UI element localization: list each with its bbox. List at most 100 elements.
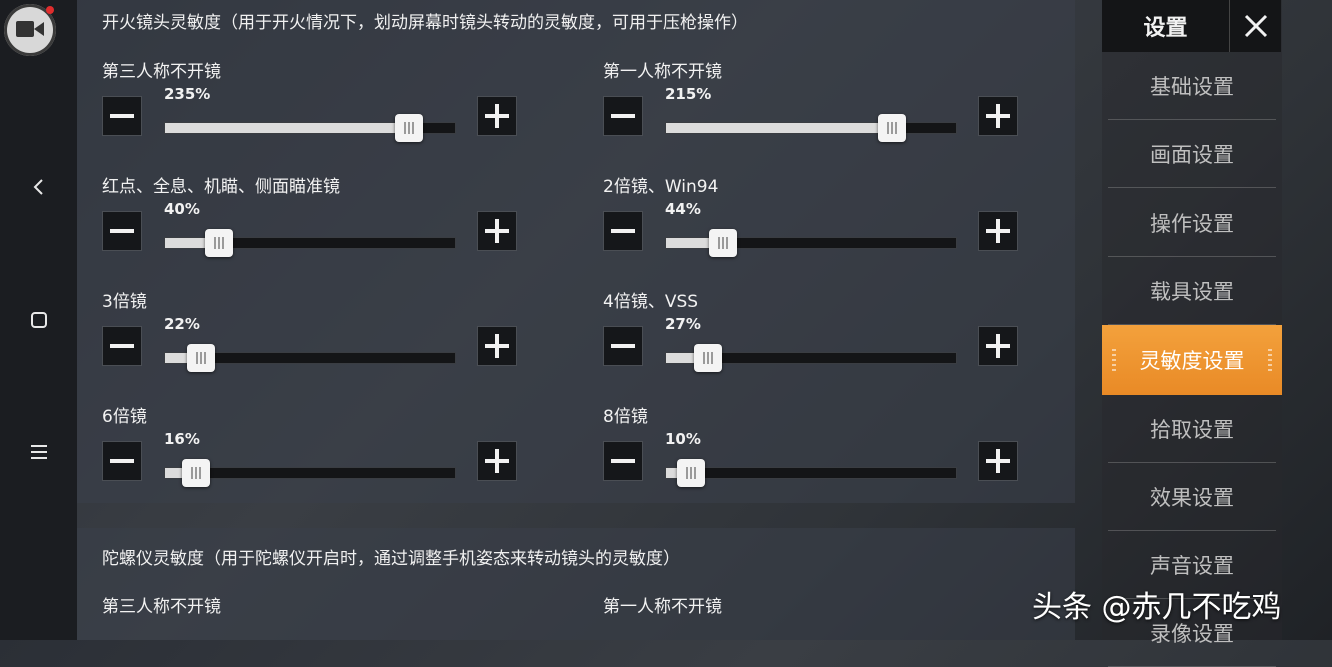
slider-fill bbox=[666, 353, 708, 363]
menu-item[interactable]: 载具设置 bbox=[1108, 257, 1276, 325]
record-indicator-dot bbox=[46, 6, 54, 14]
increase-button[interactable] bbox=[978, 211, 1018, 251]
slider-fill bbox=[165, 353, 201, 363]
plus-icon bbox=[495, 449, 499, 473]
setting-label: 红点、全息、机瞄、侧面瞄准镜 bbox=[102, 177, 340, 197]
sensitivity-slider[interactable] bbox=[665, 344, 957, 372]
setting-label: 8倍镜 bbox=[603, 407, 648, 427]
percentage-value: 215% bbox=[665, 85, 712, 103]
percentage-value: 40% bbox=[164, 200, 200, 218]
plus-icon bbox=[495, 104, 499, 128]
back-icon[interactable] bbox=[28, 176, 50, 198]
percentage-value: 22% bbox=[164, 315, 200, 333]
sensitivity-slider[interactable] bbox=[665, 459, 957, 487]
slider-fill bbox=[666, 238, 723, 248]
slider-handle[interactable] bbox=[677, 459, 705, 487]
gyro-sensitivity-panel: 陀螺仪灵敏度（用于陀螺仪开启时，通过调整手机姿态来转动镜头的灵敏度） 第三人称不… bbox=[77, 528, 1075, 640]
sensitivity-slider[interactable] bbox=[164, 344, 456, 372]
watermark: 头条 @赤几不吃鸡 bbox=[1032, 590, 1282, 625]
percentage-value: 235% bbox=[164, 85, 211, 103]
slider-handle[interactable] bbox=[205, 229, 233, 257]
menu-item[interactable]: 灵敏度设置 bbox=[1102, 325, 1282, 395]
setting-label: 6倍镜 bbox=[102, 407, 147, 427]
decrease-button[interactable] bbox=[102, 441, 142, 481]
close-icon bbox=[1244, 14, 1267, 38]
screen-record-button[interactable] bbox=[4, 4, 56, 56]
percentage-value: 16% bbox=[164, 430, 200, 448]
slider-fill bbox=[165, 123, 409, 133]
sensitivity-slider[interactable] bbox=[164, 229, 456, 257]
decrease-button[interactable] bbox=[102, 326, 142, 366]
increase-button[interactable] bbox=[477, 96, 517, 136]
decrease-button[interactable] bbox=[603, 96, 643, 136]
gyro-third-person-label: 第三人称不开镜 bbox=[102, 597, 221, 617]
sensitivity-setting: 2倍镜、Win94 44% bbox=[603, 172, 1023, 262]
decrease-button[interactable] bbox=[102, 211, 142, 251]
plus-icon bbox=[996, 219, 1000, 243]
increase-button[interactable] bbox=[978, 441, 1018, 481]
increase-button[interactable] bbox=[978, 326, 1018, 366]
video-camera-icon bbox=[16, 21, 34, 37]
slider-fill bbox=[666, 123, 892, 133]
close-button[interactable] bbox=[1229, 0, 1281, 52]
sensitivity-setting: 第一人称不开镜 215% bbox=[603, 57, 1023, 147]
percentage-value: 27% bbox=[665, 315, 701, 333]
fire-section-title: 开火镜头灵敏度（用于开火情况下，划动屏幕时镜头转动的灵敏度，可用于压枪操作） bbox=[102, 13, 748, 33]
menu-item[interactable]: 效果设置 bbox=[1108, 463, 1276, 531]
decrease-button[interactable] bbox=[603, 441, 643, 481]
sensitivity-slider[interactable] bbox=[665, 229, 957, 257]
menu-item[interactable]: 基础设置 bbox=[1108, 52, 1276, 120]
decrease-button[interactable] bbox=[603, 326, 643, 366]
percentage-value: 10% bbox=[665, 430, 701, 448]
setting-label: 3倍镜 bbox=[102, 292, 147, 312]
increase-button[interactable] bbox=[477, 326, 517, 366]
slider-fill bbox=[165, 468, 196, 478]
slider-handle[interactable] bbox=[182, 459, 210, 487]
system-side-rail bbox=[0, 0, 77, 640]
menu-item[interactable]: 操作设置 bbox=[1108, 189, 1276, 257]
setting-label: 2倍镜、Win94 bbox=[603, 177, 719, 197]
increase-button[interactable] bbox=[477, 211, 517, 251]
sensitivity-setting: 4倍镜、VSS 27% bbox=[603, 287, 1023, 377]
sensitivity-setting: 6倍镜 16% bbox=[102, 402, 522, 492]
plus-icon bbox=[996, 334, 1000, 358]
fire-sensitivity-panel: 开火镜头灵敏度（用于开火情况下，划动屏幕时镜头转动的灵敏度，可用于压枪操作） bbox=[77, 0, 1075, 503]
minus-icon bbox=[611, 344, 635, 348]
gyro-section-title: 陀螺仪灵敏度（用于陀螺仪开启时，通过调整手机姿态来转动镜头的灵敏度） bbox=[102, 549, 680, 569]
minus-icon bbox=[110, 229, 134, 233]
menu-item[interactable]: 拾取设置 bbox=[1108, 395, 1276, 463]
plus-icon bbox=[495, 334, 499, 358]
menu-icon[interactable] bbox=[28, 441, 50, 463]
plus-icon bbox=[996, 449, 1000, 473]
minus-icon bbox=[611, 459, 635, 463]
setting-label: 第一人称不开镜 bbox=[603, 62, 722, 82]
sensitivity-setting: 3倍镜 22% bbox=[102, 287, 522, 377]
slider-fill bbox=[165, 238, 219, 248]
sensitivity-slider[interactable] bbox=[164, 114, 456, 142]
sensitivity-setting: 红点、全息、机瞄、侧面瞄准镜 40% bbox=[102, 172, 522, 262]
home-icon[interactable] bbox=[28, 309, 50, 331]
increase-button[interactable] bbox=[477, 441, 517, 481]
slider-handle[interactable] bbox=[395, 114, 423, 142]
sensitivity-slider[interactable] bbox=[164, 459, 456, 487]
decrease-button[interactable] bbox=[102, 96, 142, 136]
sensitivity-slider[interactable] bbox=[665, 114, 957, 142]
slider-handle[interactable] bbox=[694, 344, 722, 372]
percentage-value: 44% bbox=[665, 200, 701, 218]
settings-header: 设置 bbox=[1102, 0, 1229, 52]
slider-handle[interactable] bbox=[709, 229, 737, 257]
decrease-button[interactable] bbox=[603, 211, 643, 251]
minus-icon bbox=[110, 459, 134, 463]
menu-item[interactable]: 声音设置 bbox=[1108, 531, 1276, 599]
slider-handle[interactable] bbox=[878, 114, 906, 142]
setting-label: 4倍镜、VSS bbox=[603, 292, 699, 312]
plus-icon bbox=[495, 219, 499, 243]
settings-menu: 设置 基础设置画面设置操作设置载具设置灵敏度设置拾取设置效果设置声音设置录像设置 bbox=[1102, 0, 1282, 667]
minus-icon bbox=[110, 344, 134, 348]
slider-handle[interactable] bbox=[187, 344, 215, 372]
increase-button[interactable] bbox=[978, 96, 1018, 136]
menu-item[interactable]: 画面设置 bbox=[1108, 120, 1276, 188]
plus-icon bbox=[996, 104, 1000, 128]
minus-icon bbox=[611, 114, 635, 118]
